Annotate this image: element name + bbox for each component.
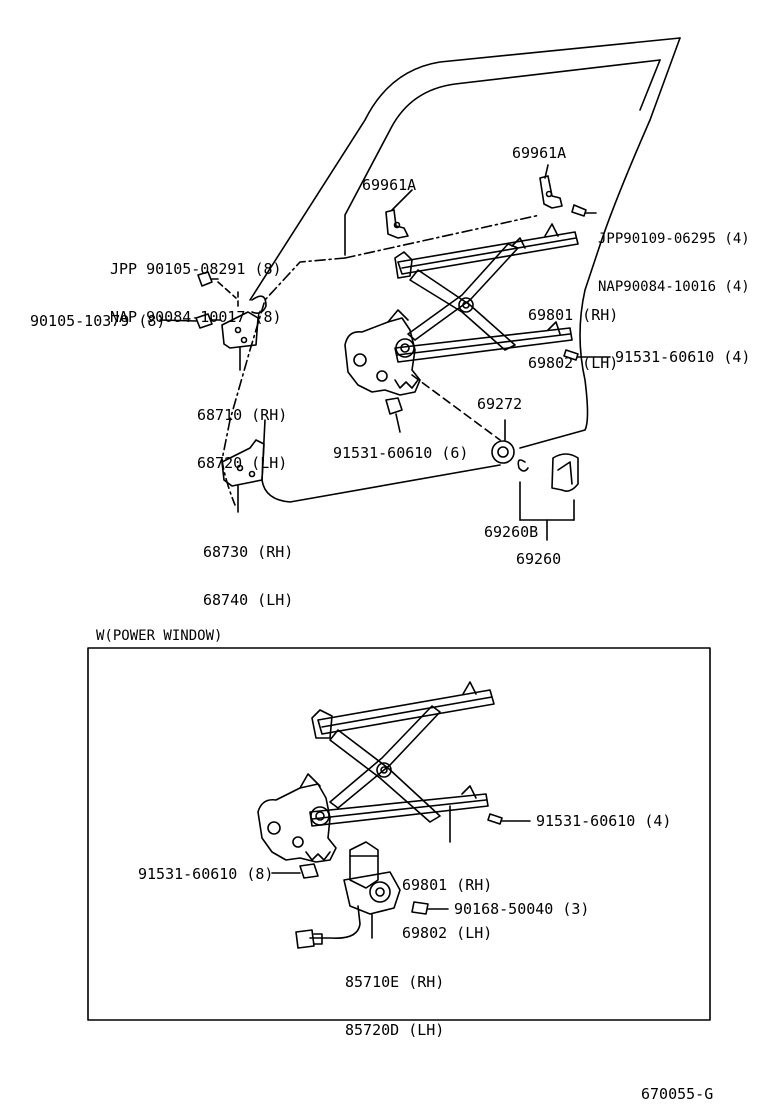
bolt-91531-pw4	[487, 813, 531, 825]
glass-channel-clip	[385, 164, 563, 239]
section-title: W(POWER WINDOW)	[96, 628, 223, 644]
window-handle	[519, 453, 579, 541]
power-window-box	[87, 647, 711, 1021]
label-69801-pw: 69801 (RH) 69802 (LH)	[402, 876, 493, 942]
label-69961a-left: 69961A	[362, 176, 417, 194]
bolt-jpp90109	[571, 204, 597, 217]
window-motor	[295, 841, 401, 949]
label-85710e: 85710E (RH) 85720D (LH)	[345, 973, 445, 1039]
window-regulator-manual	[344, 223, 579, 396]
diagram-reference-number: 670055-G	[641, 1085, 714, 1103]
label-90105-10379: 90105-10379 (8)	[30, 312, 166, 330]
label-91531-pw8: 91531-60610 (8)	[138, 865, 274, 883]
label-68730: 68730 (RH) 68740 (LH)	[203, 543, 294, 609]
bolt-90105	[159, 271, 237, 329]
lower-hinge-bracket	[221, 439, 265, 513]
label-68710: 68710 (RH) 68720 (LH)	[197, 406, 288, 472]
label-69260: 69260	[516, 550, 562, 568]
alignment-dashed-line	[411, 374, 501, 441]
label-jpp-90109: JPP90109-06295 (4) NAP90084-10016 (4)	[598, 231, 750, 295]
label-91531-six: 91531-60610 (6)	[333, 444, 469, 462]
label-69801-top: 69801 (RH) 69802 (LH)	[528, 306, 619, 372]
bolt-90168	[411, 901, 449, 915]
label-jpp-90105: JPP 90105-08291 (8) NAP 90084-10017 (8)	[110, 260, 282, 326]
bolt-91531-six	[385, 397, 403, 433]
handle-washer	[491, 419, 515, 464]
window-regulator-power	[257, 681, 495, 863]
label-69260b: 69260B	[484, 523, 539, 541]
upper-hinge-bracket	[221, 291, 267, 371]
label-69961a-right: 69961A	[512, 144, 567, 162]
label-91531-top: 91531-60610 (4)	[615, 348, 751, 366]
snap-ring	[517, 459, 529, 472]
label-90168: 90168-50040 (3)	[454, 900, 590, 918]
label-69272: 69272	[477, 395, 523, 413]
bolt-91531-pw8	[271, 863, 319, 879]
bolt-91531-top	[563, 349, 611, 361]
label-91531-pw4: 91531-60610 (4)	[536, 812, 672, 830]
door-frame-outline	[221, 37, 681, 506]
